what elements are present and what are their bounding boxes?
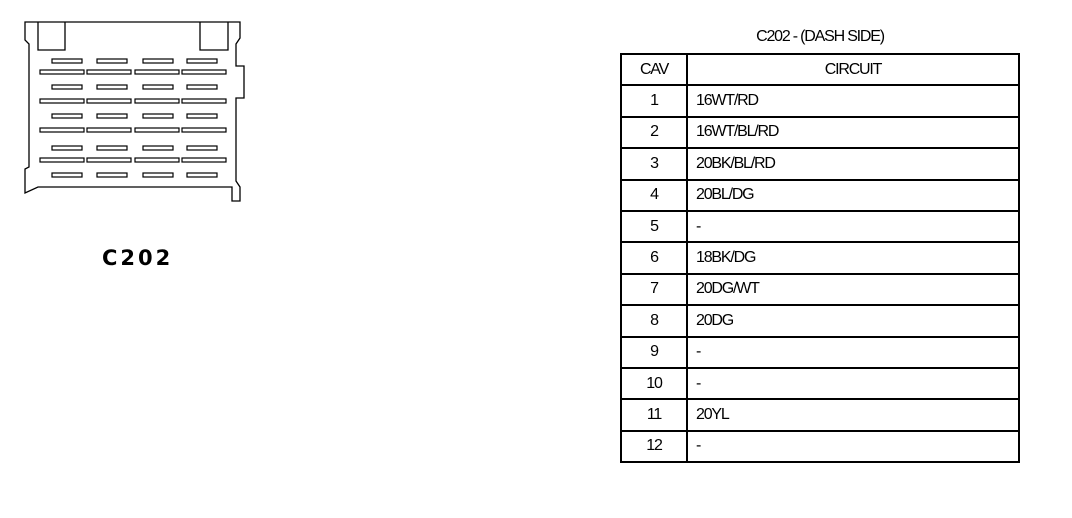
connector-face-diagram — [24, 21, 245, 202]
cav-cell: 8 — [620, 304, 688, 338]
cav-cell: 6 — [620, 241, 688, 275]
cavity-slot — [51, 113, 83, 119]
cav-cell: 4 — [620, 178, 688, 212]
circuit-column-header: CIRCUIT — [686, 52, 1020, 87]
cavity-slot — [186, 172, 218, 178]
circuit-cell: 16WT/BL/RD — [686, 115, 1020, 150]
cavity-slot — [186, 145, 218, 151]
table-row: 6 18BK/DG — [620, 241, 1020, 275]
cavity-slot — [96, 113, 128, 119]
latch-tab-left — [37, 22, 66, 51]
circuit-cell: 20YL — [686, 398, 1020, 432]
cavity-slot — [181, 98, 227, 104]
cavity-slot — [181, 127, 227, 133]
cav-cell: 9 — [620, 335, 688, 369]
cavity-slot — [39, 69, 85, 75]
cavity-slot — [86, 98, 132, 104]
cavity-slot — [51, 84, 83, 90]
table-title: C202 - (DASH SIDE) — [756, 28, 885, 45]
circuit-cell: - — [686, 429, 1020, 464]
cav-cell: 11 — [620, 398, 688, 432]
cavity-slot — [86, 69, 132, 75]
table-row: 10 - — [620, 366, 1020, 401]
table-row: 3 20BK/BL/RD — [620, 147, 1020, 181]
cavity-slot — [39, 157, 85, 163]
cavity-slot — [181, 157, 227, 163]
table-header-row: CAV CIRCUIT — [620, 52, 1020, 87]
cav-cell: 1 — [620, 84, 688, 118]
connector-outline — [24, 21, 245, 202]
table-row: 12 - — [620, 429, 1020, 464]
cavity-slot — [51, 58, 83, 64]
cav-column-header: CAV — [620, 52, 688, 87]
cavity-slot — [96, 145, 128, 151]
cavity-slot — [142, 145, 174, 151]
cavity-slot — [186, 58, 218, 64]
circuit-cell: - — [686, 209, 1020, 244]
cavity-slot — [181, 69, 227, 75]
circuit-cell: - — [686, 366, 1020, 401]
cav-cell: 2 — [620, 115, 688, 150]
cavity-slot — [96, 58, 128, 64]
table-row: 5 - — [620, 209, 1020, 244]
cavity-slot — [51, 172, 83, 178]
cavity-slot — [39, 127, 85, 133]
table-row: 4 20BL/DG — [620, 178, 1020, 212]
cavity-slot — [96, 84, 128, 90]
circuit-cell: - — [686, 335, 1020, 369]
circuit-cell: 20DG/WT — [686, 272, 1020, 307]
cavity-slot — [142, 58, 174, 64]
cavity-slot — [86, 127, 132, 133]
cav-cell: 3 — [620, 147, 688, 181]
circuit-cell: 20BK/BL/RD — [686, 147, 1020, 181]
cav-cell: 12 — [620, 429, 688, 464]
pinout-table: CAV CIRCUIT 1 16WT/RD 2 16WT/BL/RD 3 20B… — [620, 52, 1020, 464]
circuit-cell: 20DG — [686, 304, 1020, 338]
cav-cell: 5 — [620, 209, 688, 244]
table-row: 1 16WT/RD — [620, 84, 1020, 118]
cavity-slot — [51, 145, 83, 151]
cavity-slot — [134, 157, 180, 163]
cavity-slot — [39, 98, 85, 104]
cavity-slot — [134, 69, 180, 75]
cavity-slots — [39, 58, 227, 178]
table-row: 7 20DG/WT — [620, 272, 1020, 307]
circuit-cell: 16WT/RD — [686, 84, 1020, 118]
cavity-slot — [186, 84, 218, 90]
cavity-slot — [142, 172, 174, 178]
cavity-slot — [142, 84, 174, 90]
cavity-slot — [134, 127, 180, 133]
cavity-slot — [134, 98, 180, 104]
cav-cell: 7 — [620, 272, 688, 307]
cavity-slot — [86, 157, 132, 163]
cavity-slot — [142, 113, 174, 119]
table-row: 11 20YL — [620, 398, 1020, 432]
cavity-slot — [96, 172, 128, 178]
latch-tab-right — [199, 22, 229, 51]
circuit-cell: 20BL/DG — [686, 178, 1020, 212]
table-row: 9 - — [620, 335, 1020, 369]
cav-cell: 10 — [620, 366, 688, 401]
circuit-cell: 18BK/DG — [686, 241, 1020, 275]
table-row: 8 20DG — [620, 304, 1020, 338]
connector-label: C202 — [102, 246, 174, 270]
cavity-slot — [186, 113, 218, 119]
table-row: 2 16WT/BL/RD — [620, 115, 1020, 150]
